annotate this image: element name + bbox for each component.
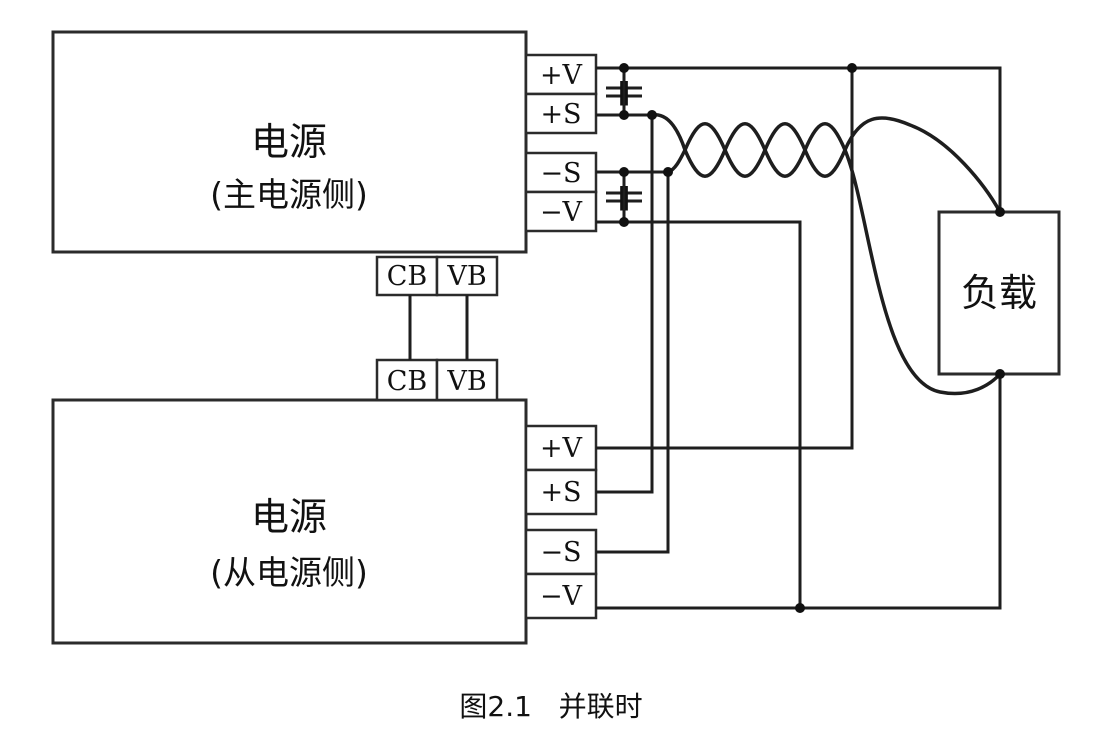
master-terminal-minus-v: −V <box>524 190 598 233</box>
slave-terminal-minus-v-label: −V <box>540 581 583 612</box>
plus-capacitor-hatch: ǁ <box>618 77 631 107</box>
master-plus-v-wire <box>596 66 1002 212</box>
slave-terminal-minus-s-label: −S <box>540 537 581 568</box>
master-cb-label: CB <box>387 261 428 292</box>
figure-caption: 图2.1 并联时 <box>459 690 642 723</box>
master-terminal-plus-v: +V <box>524 53 598 96</box>
slave-terminal-block: +V +S −S −V <box>524 424 598 620</box>
load-box: 负载 <box>937 210 1061 376</box>
junction-dot <box>995 369 1005 379</box>
junction-dot <box>995 207 1005 217</box>
load-label: 负载 <box>961 271 1037 315</box>
twisted-sense-pair <box>651 113 1002 396</box>
junction-dot <box>619 167 629 177</box>
master-supply-subtitle: (主电源侧) <box>210 175 368 214</box>
master-terminal-plus-v-label: +V <box>540 60 583 91</box>
junction-dot <box>619 217 629 227</box>
junction-dot <box>795 603 805 613</box>
slave-terminal-plus-s-label: +S <box>540 477 581 508</box>
slave-share-connector: CB VB <box>375 358 499 402</box>
slave-terminal-plus-v-label: +V <box>540 433 583 464</box>
junction-dots <box>619 63 1005 613</box>
plus-decoupling-capacitor: ǁ <box>606 68 642 115</box>
slave-plus-s-wire <box>596 115 654 494</box>
sense-wire-plus <box>651 113 1002 396</box>
slave-terminal-minus-v: −V <box>524 572 598 620</box>
master-share-connector: CB VB <box>375 255 499 297</box>
slave-minus-v-wire <box>596 374 1002 610</box>
master-vb-label: VB <box>446 261 486 292</box>
master-terminal-minus-s-label: −S <box>540 158 581 189</box>
master-terminal-plus-s-label: +S <box>540 99 581 130</box>
minus-capacitor-hatch: ǁ <box>618 182 631 212</box>
slave-terminal-plus-v: +V <box>524 424 598 472</box>
master-minus-v-wire <box>596 220 802 608</box>
master-power-supply: 电源 (主电源侧) <box>51 30 528 254</box>
sense-wire-minus <box>667 116 1002 213</box>
slave-supply-title: 电源 <box>251 495 327 539</box>
slave-minus-s-wire <box>596 172 670 554</box>
master-terminal-minus-v-label: −V <box>540 197 583 228</box>
junction-dot <box>663 167 673 177</box>
slave-plus-v-wire <box>596 68 854 450</box>
slave-terminal-minus-s: −S <box>524 528 598 576</box>
master-terminal-block: +V +S −S −V <box>524 53 598 233</box>
master-supply-title: 电源 <box>251 120 327 164</box>
slave-power-supply: 电源 (从电源侧) <box>51 398 528 645</box>
slave-supply-subtitle: (从电源侧) <box>210 553 368 592</box>
junction-dot <box>619 110 629 120</box>
minus-decoupling-capacitor: ǁ <box>606 172 642 222</box>
master-terminal-minus-s: −S <box>524 151 598 194</box>
junction-dot <box>619 63 629 73</box>
slave-cb-label: CB <box>387 366 428 397</box>
junction-dot <box>647 110 657 120</box>
master-terminal-plus-s: +S <box>524 92 598 135</box>
slave-terminal-plus-s: +S <box>524 468 598 516</box>
junction-dot <box>847 63 857 73</box>
slave-vb-label: VB <box>446 366 486 397</box>
